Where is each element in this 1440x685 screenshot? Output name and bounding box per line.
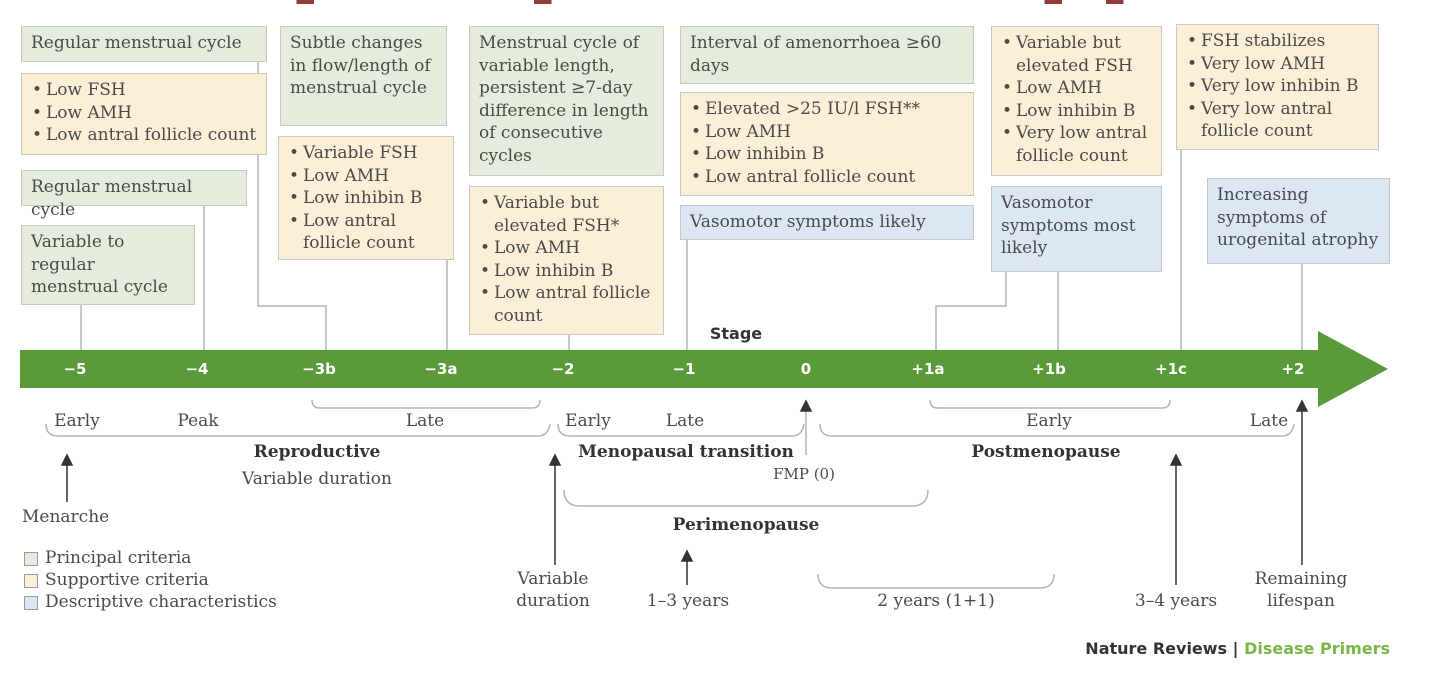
stage-minus-4: −4 xyxy=(185,360,209,378)
stage-minus-5: −5 xyxy=(63,360,87,378)
stage-postmenopause: Postmenopause xyxy=(971,442,1121,462)
phase-early-postmenopause: Early xyxy=(1026,411,1072,431)
phase-early-transition: Early xyxy=(565,411,611,431)
box-text: Regular menstrual cycle xyxy=(31,33,242,53)
principal-subtle-changes: Subtle changes in flow/length of menstru… xyxy=(280,26,447,126)
phase-late-postmenopause: Late xyxy=(1249,411,1289,431)
variable-duration-label-2: duration xyxy=(516,591,590,611)
criterion: FSH stabilizes xyxy=(1186,30,1369,53)
legend-supportive: Supportive criteria xyxy=(45,570,209,590)
criterion: Variable FSH xyxy=(288,142,444,165)
criterion: Low antral follicle count xyxy=(690,166,964,189)
stage-menopausal-transition: Menopausal transition xyxy=(578,442,794,462)
stage-plus-1c: +1c xyxy=(1155,360,1187,378)
criterion: Very low antral follicle count xyxy=(1186,98,1369,143)
title-fragment xyxy=(0,0,1440,4)
stage-plus-1a: +1a xyxy=(911,360,945,378)
criterion: Low antral follicle count xyxy=(479,282,654,327)
criterion: Low inhibin B xyxy=(479,260,654,283)
principal-regular-cycle-2: Regular menstrual cycle xyxy=(21,170,247,220)
principal-amenorrhoea: Interval of amenorrhoea ≥60 days xyxy=(680,26,974,84)
menarche-label: Menarche xyxy=(22,507,110,527)
phase-late-transition: Late xyxy=(665,411,705,431)
box-text: Variable to regular menstrual cycle xyxy=(31,232,168,297)
stage-perimenopause: Perimenopause xyxy=(672,515,820,535)
criterion: Low inhibin B xyxy=(1001,100,1152,123)
variable-duration-label-1: Variable xyxy=(517,569,589,589)
credit-separator: | xyxy=(1232,639,1239,658)
credit-publisher: Nature Reviews xyxy=(1085,639,1228,658)
box-text: Subtle changes in flow/length of menstru… xyxy=(290,33,431,98)
criterion: Low antral follicle count xyxy=(288,210,444,255)
box-text: Vasomotor symptoms most likely xyxy=(1001,193,1136,258)
criterion: Low AMH xyxy=(690,121,964,144)
criterion: Low FSH xyxy=(31,79,257,102)
legend-swatch-descriptive xyxy=(24,596,38,610)
credit-series: Disease Primers xyxy=(1244,639,1390,658)
timeline-arrow xyxy=(20,331,1388,407)
supportive-criteria-3b: Variable FSH Low AMH Low inhibin B Low a… xyxy=(278,136,454,260)
criterion: Low inhibin B xyxy=(288,187,444,210)
legend-swatch-supportive xyxy=(24,574,38,588)
axis-title: Stage xyxy=(709,324,763,343)
box-text: Increasing symptoms of urogenital atroph… xyxy=(1217,185,1379,250)
supportive-criteria-plus2: FSH stabilizes Very low AMH Very low inh… xyxy=(1176,24,1379,150)
supportive-criteria-1: Low FSH Low AMH Low antral follicle coun… xyxy=(21,73,267,155)
criterion: Elevated >25 IU/l FSH** xyxy=(690,98,964,121)
remaining-lifespan-1: Remaining xyxy=(1254,569,1348,589)
fmp-label: FMP (0) xyxy=(773,465,835,483)
two-years: 2 years (1+1) xyxy=(877,591,995,611)
legend-principal: Principal criteria xyxy=(45,548,192,568)
principal-variable-to-regular: Variable to regular menstrual cycle xyxy=(21,225,195,305)
box-text: Regular menstrual cycle xyxy=(31,177,193,220)
criterion: Low inhibin B xyxy=(690,143,964,166)
supportive-criteria-plus1: Variable but elevated FSH Low AMH Low in… xyxy=(991,26,1162,176)
criterion: Low AMH xyxy=(31,102,257,125)
stage-minus-3a: −3a xyxy=(424,360,458,378)
stage-plus-2: +2 xyxy=(1281,360,1305,378)
descriptive-vasomotor-likely: Vasomotor symptoms likely xyxy=(680,205,974,240)
principal-variable-length: Menstrual cycle of variable length, pers… xyxy=(469,26,664,176)
criterion: Very low inhibin B xyxy=(1186,75,1369,98)
credit-line: Nature Reviews | Disease Primers xyxy=(1085,639,1390,658)
criterion: Low AMH xyxy=(479,237,654,260)
descriptive-vasomotor-most-likely: Vasomotor symptoms most likely xyxy=(991,186,1162,272)
box-text: Interval of amenorrhoea ≥60 days xyxy=(690,33,942,76)
stage-reproductive: Reproductive xyxy=(253,442,381,462)
supportive-criteria-minus1: Elevated >25 IU/l FSH** Low AMH Low inhi… xyxy=(680,92,974,196)
remaining-lifespan-2: lifespan xyxy=(1267,591,1335,611)
box-text: Vasomotor symptoms likely xyxy=(690,212,926,232)
one-to-three-years: 1–3 years xyxy=(646,591,730,611)
criterion: Variable but elevated FSH xyxy=(1001,32,1152,77)
box-text: Menstrual cycle of variable length, pers… xyxy=(479,33,649,166)
stage-plus-1b: +1b xyxy=(1032,360,1066,378)
criterion: Very low antral follicle count xyxy=(1001,122,1152,167)
stage-minus-3b: −3b xyxy=(302,360,336,378)
stage-minus-1: −1 xyxy=(672,360,696,378)
three-to-four-years: 3–4 years xyxy=(1134,591,1218,611)
reproductive-duration: Variable duration xyxy=(242,469,392,489)
criterion: Low AMH xyxy=(1001,77,1152,100)
criterion: Low AMH xyxy=(288,165,444,188)
principal-regular-cycle-1: Regular menstrual cycle xyxy=(21,26,267,62)
stage-0: 0 xyxy=(800,360,812,378)
stage-minus-2: −2 xyxy=(551,360,575,378)
legend-descriptive: Descriptive characteristics xyxy=(45,592,277,612)
criterion: Variable but elevated FSH* xyxy=(479,192,654,237)
criterion: Very low AMH xyxy=(1186,53,1369,76)
phase-early-reproductive: Early xyxy=(54,411,100,431)
supportive-criteria-2: Variable but elevated FSH* Low AMH Low i… xyxy=(469,186,664,335)
legend-swatch-principal xyxy=(24,552,38,566)
descriptive-urogenital-atrophy: Increasing symptoms of urogenital atroph… xyxy=(1207,178,1390,264)
phase-late-reproductive: Late xyxy=(405,411,445,431)
phase-peak: Peak xyxy=(177,411,219,431)
criterion: Low antral follicle count xyxy=(31,124,257,147)
